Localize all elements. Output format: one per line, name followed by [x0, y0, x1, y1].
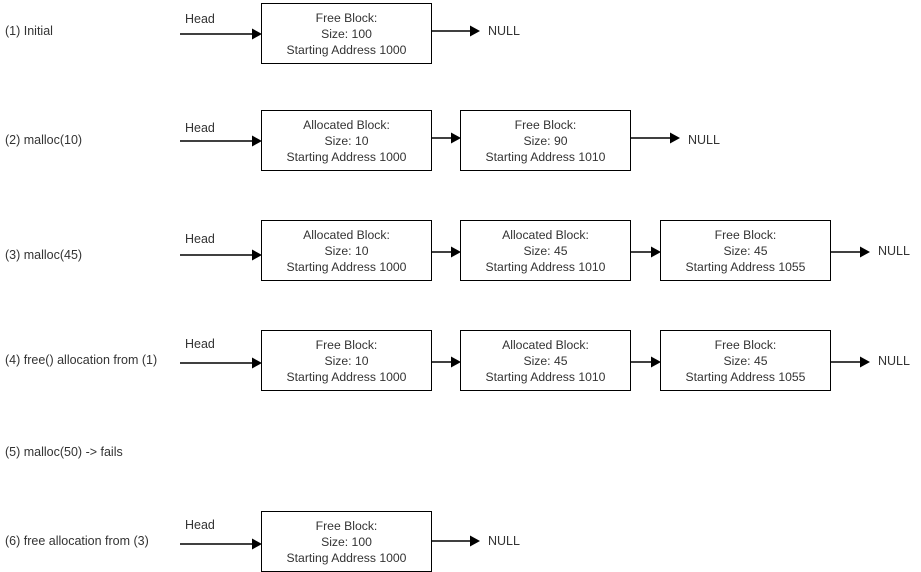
head-label-6: Head	[185, 518, 215, 532]
step-label-4: (4) free() allocation from (1)	[5, 353, 158, 367]
node-type: Free Block:	[315, 10, 378, 25]
null-label-4: NULL	[878, 354, 910, 368]
node-address: Starting Address 1000	[286, 42, 407, 57]
head-label-1: Head	[185, 12, 215, 26]
node-address: Starting Address 1000	[286, 369, 407, 384]
node-type: Allocated Block:	[502, 227, 589, 242]
node-box-6-1: Free Block: Size: 100 Starting Address 1…	[261, 511, 432, 572]
node-address: Starting Address 1010	[485, 149, 606, 164]
arrow-head-to-node-3	[180, 249, 262, 261]
node-box-3-2: Allocated Block: Size: 45 Starting Addre…	[460, 220, 631, 281]
node-size: Size: 45	[523, 243, 568, 258]
node-size: Size: 10	[324, 243, 369, 258]
node-size: Size: 10	[324, 353, 369, 368]
node-address: Starting Address 1010	[485, 259, 606, 274]
node-box-1-1: Free Block: Size: 100 Starting Address 1…	[261, 3, 432, 64]
node-box-4-3: Free Block: Size: 45 Starting Address 10…	[660, 330, 831, 391]
node-box-2-2: Free Block: Size: 90 Starting Address 10…	[460, 110, 631, 171]
node-box-4-1: Free Block: Size: 10 Starting Address 10…	[261, 330, 432, 391]
arrow-head-to-node-6	[180, 538, 262, 550]
node-type: Free Block:	[514, 117, 577, 132]
step-label-3: (3) malloc(45)	[5, 248, 83, 262]
node-type: Allocated Block:	[502, 337, 589, 352]
arrow-node-to-node-4-2	[631, 356, 661, 368]
node-type: Allocated Block:	[303, 227, 390, 242]
step-label-1: (1) Initial	[5, 24, 53, 38]
null-label-6: NULL	[488, 534, 520, 548]
node-address: Starting Address 1055	[685, 369, 806, 384]
arrow-node-to-null-2	[631, 132, 680, 144]
node-box-3-1: Allocated Block: Size: 10 Starting Addre…	[261, 220, 432, 281]
head-label-2: Head	[185, 121, 215, 135]
node-size: Size: 10	[324, 133, 369, 148]
node-address: Starting Address 1000	[286, 149, 407, 164]
node-box-4-2: Allocated Block: Size: 45 Starting Addre…	[460, 330, 631, 391]
node-size: Size: 45	[523, 353, 568, 368]
null-label-1: NULL	[488, 24, 520, 38]
head-label-3: Head	[185, 232, 215, 246]
node-box-2-1: Allocated Block: Size: 10 Starting Addre…	[261, 110, 432, 171]
node-type: Free Block:	[714, 337, 777, 352]
node-type: Free Block:	[714, 227, 777, 242]
arrow-node-to-null-4	[831, 356, 870, 368]
node-type: Free Block:	[315, 337, 378, 352]
step-label-5: (5) malloc(50) -> fails	[5, 445, 123, 459]
node-size: Size: 100	[321, 534, 372, 549]
arrow-node-to-node-3-1	[432, 246, 461, 258]
node-address: Starting Address 1010	[485, 369, 606, 384]
arrow-node-to-node-4-1	[432, 356, 461, 368]
arrow-head-to-node-4	[180, 357, 262, 369]
node-size: Size: 90	[523, 133, 568, 148]
node-type: Allocated Block:	[303, 117, 390, 132]
arrow-node-to-null-6	[432, 535, 480, 547]
node-size: Size: 45	[723, 243, 768, 258]
node-address: Starting Address 1000	[286, 550, 407, 565]
node-size: Size: 45	[723, 353, 768, 368]
arrow-head-to-node-2	[180, 135, 262, 147]
arrow-node-to-null-3	[831, 246, 870, 258]
node-box-3-3: Free Block: Size: 45 Starting Address 10…	[660, 220, 831, 281]
arrow-node-to-node-2-1	[432, 132, 461, 144]
node-size: Size: 100	[321, 26, 372, 41]
node-type: Free Block:	[315, 518, 378, 533]
node-address: Starting Address 1000	[286, 259, 407, 274]
head-label-4: Head	[185, 337, 215, 351]
node-address: Starting Address 1055	[685, 259, 806, 274]
null-label-2: NULL	[688, 133, 720, 147]
step-label-6: (6) free allocation from (3)	[5, 534, 149, 548]
step-label-2: (2) malloc(10)	[5, 133, 83, 147]
arrow-node-to-node-3-2	[631, 246, 661, 258]
diagram-row-1: (1) Initial Head Free Block: Size: 100 S…	[0, 0, 921, 95]
null-label-3: NULL	[878, 244, 910, 258]
